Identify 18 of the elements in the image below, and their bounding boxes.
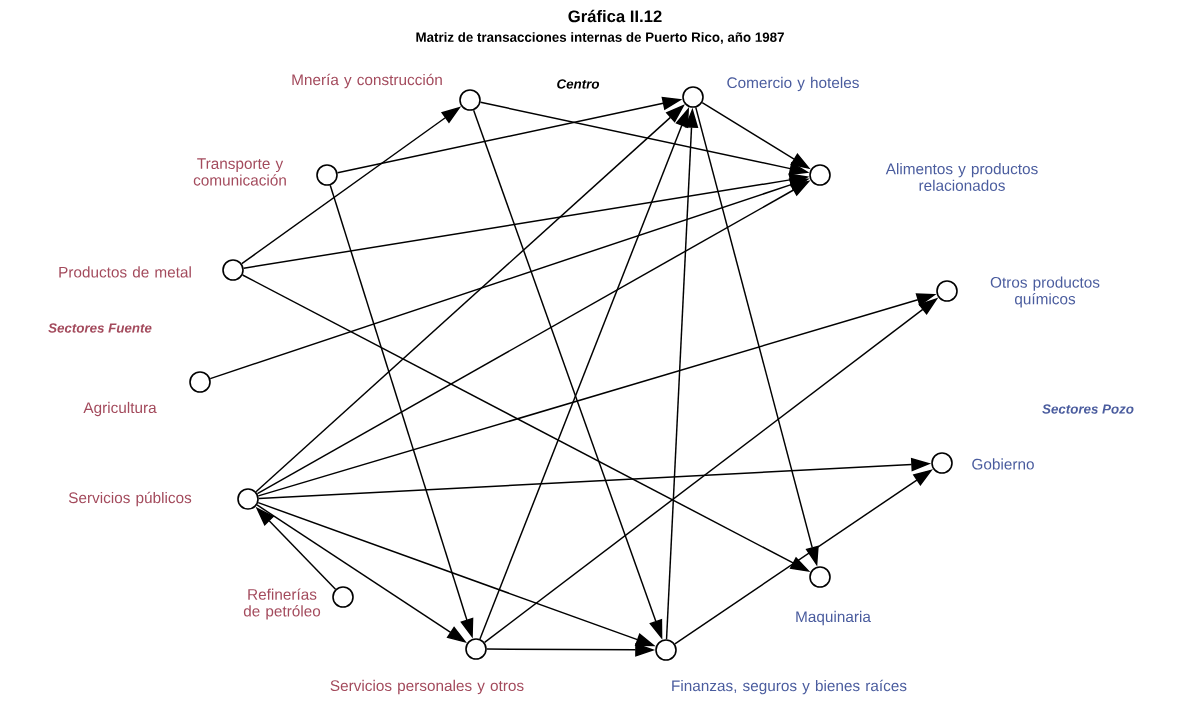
node-label: Productos de metal (59, 266, 191, 278)
node-label: Servicios personales y otros (330, 679, 524, 695)
node-label: Mnería y construcción (292, 73, 442, 89)
sector-label: Sectores Fuente (48, 323, 152, 333)
node-label: Alimentos y productos relacionados (885, 163, 1038, 191)
node-label: Comercio y hoteles (727, 76, 859, 92)
node-label: Gobierno (972, 458, 1034, 470)
node-label: Transporte y comunicación (193, 158, 286, 186)
node-label: Agricultura (83, 401, 157, 417)
node-label: Otros productos químicos (990, 276, 1100, 308)
node-label: Maquinaria (796, 610, 871, 626)
sector-label: Sectores Pozo (1042, 404, 1134, 414)
node-label: Servicios públicos (68, 491, 192, 507)
node-label: Finanzas, seguros y bienes raíces (672, 679, 907, 695)
sector-label: Centro (557, 79, 600, 89)
title: Gráfica II.12 (568, 9, 662, 23)
node-label: Refinerías de petróleo (243, 588, 321, 620)
subtitle: Matriz de transacciones internas de Puerto Rico, año 1987 (416, 32, 784, 44)
